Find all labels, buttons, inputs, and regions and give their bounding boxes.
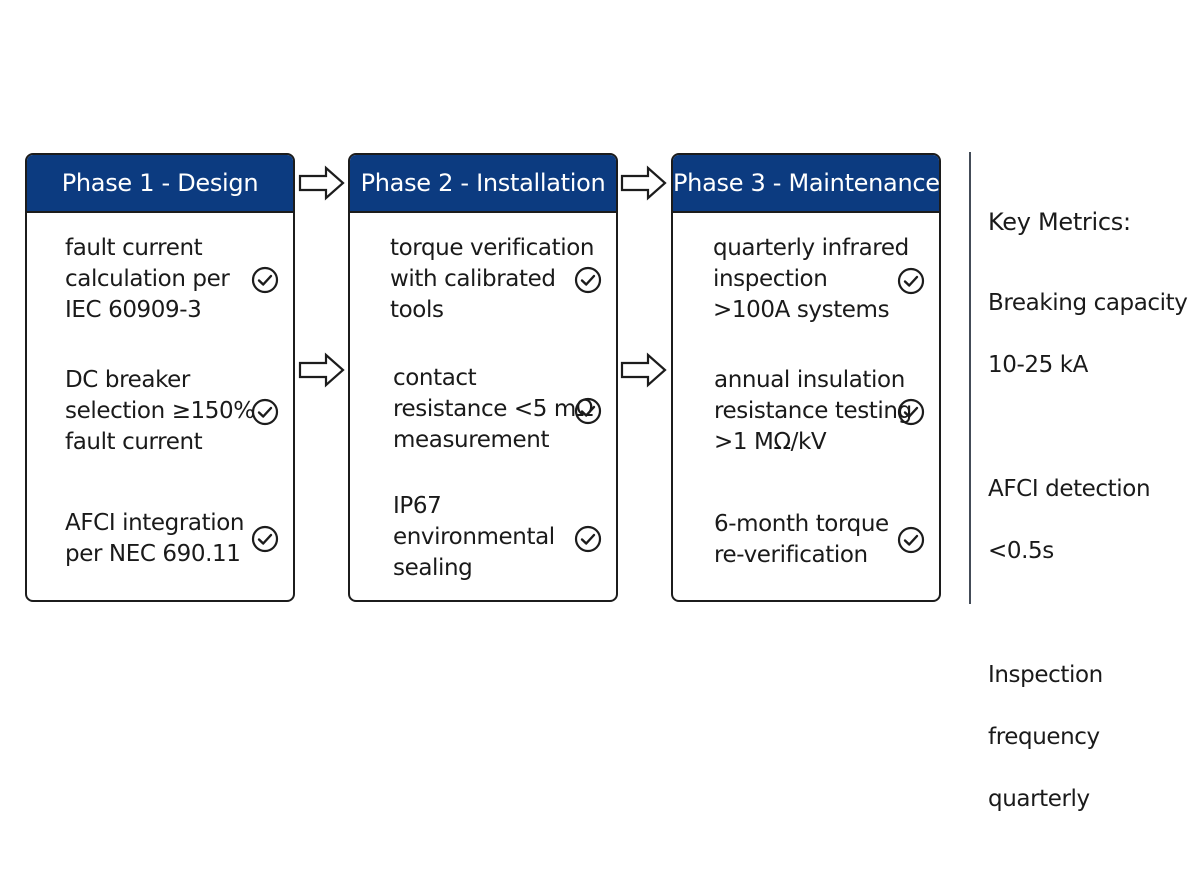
item-text: DC breaker selection ≥150% fault current — [65, 365, 261, 458]
phase-2-card: Phase 2 - Installation torque verificati… — [348, 153, 618, 602]
check-circle-icon — [897, 526, 925, 554]
metric-line: 10-25 kA — [988, 352, 1088, 378]
check-circle-icon — [251, 398, 279, 426]
item-line: resistance <5 mΩ — [393, 396, 594, 422]
metric-line: AFCI detection — [988, 476, 1151, 502]
item-line: per NEC 690.11 — [65, 541, 241, 567]
item-line: torque verification — [390, 235, 595, 261]
right-arrow-icon — [298, 352, 345, 388]
item-line: with calibrated — [390, 266, 556, 292]
item-text: AFCI integration per NEC 690.11 — [65, 508, 261, 570]
metric-inspection-frequency: Inspection frequency quarterly — [988, 629, 1200, 846]
item-text: 6-month torque re-verification — [714, 509, 914, 571]
right-arrow-icon — [620, 352, 667, 388]
item-text: fault current calculation per IEC 60909-… — [65, 233, 261, 326]
item-line: DC breaker — [65, 367, 190, 393]
check-circle-icon — [251, 266, 279, 294]
check-circle-icon — [897, 398, 925, 426]
item-line: sealing — [393, 555, 473, 581]
metric-line: <0.5s — [988, 538, 1054, 564]
metric-line: frequency — [988, 724, 1100, 750]
item-line: inspection — [713, 266, 828, 292]
phase-1-card: Phase 1 - Design fault current calculati… — [25, 153, 295, 602]
item-line: fault current — [65, 235, 203, 261]
item-line: >1 MΩ/kV — [714, 429, 827, 455]
item-line: tools — [390, 297, 444, 323]
metric-afci-detection: AFCI detection <0.5s — [988, 443, 1200, 598]
item-line: IEC 60909-3 — [65, 297, 202, 323]
metric-breaking-capacity: Breaking capacity 10-25 kA — [988, 257, 1200, 412]
right-arrow-icon — [620, 165, 667, 201]
item-line: selection ≥150% — [65, 398, 255, 424]
metric-line: quarterly — [988, 786, 1090, 812]
phase-3-card: Phase 3 - Maintenance quarterly infrared… — [671, 153, 941, 602]
item-line: quarterly infrared — [713, 235, 909, 261]
check-circle-icon — [574, 397, 602, 425]
item-line: measurement — [393, 427, 550, 453]
item-line: calculation per — [65, 266, 230, 292]
check-circle-icon — [574, 525, 602, 553]
check-circle-icon — [574, 266, 602, 294]
item-line: re-verification — [714, 542, 868, 568]
phase-1-title: Phase 1 - Design — [27, 155, 293, 213]
vertical-divider — [969, 152, 971, 604]
item-line: annual insulation — [714, 367, 905, 393]
item-line: environmental — [393, 524, 555, 550]
key-metrics-title: Key Metrics: — [988, 208, 1131, 236]
metric-line: Breaking capacity — [988, 290, 1188, 316]
metric-line: Inspection — [988, 662, 1103, 688]
right-arrow-icon — [298, 165, 345, 201]
item-text: IP67 environmental sealing — [393, 491, 593, 584]
phase-2-title: Phase 2 - Installation — [350, 155, 616, 213]
check-circle-icon — [897, 267, 925, 295]
item-text: torque verification with calibrated tool… — [390, 233, 595, 326]
item-line: 6-month torque — [714, 511, 889, 537]
item-text: quarterly infrared inspection >100A syst… — [713, 233, 913, 326]
key-metrics-panel: Key Metrics: Breaking capacity 10-25 kA … — [988, 205, 1200, 877]
item-line: fault current — [65, 429, 203, 455]
item-line: AFCI integration — [65, 510, 245, 536]
item-line: contact — [393, 365, 477, 391]
item-line: resistance testing — [714, 398, 912, 424]
phase-3-title: Phase 3 - Maintenance — [673, 155, 939, 213]
check-circle-icon — [251, 525, 279, 553]
item-line: IP67 — [393, 493, 442, 519]
item-text: annual insulation resistance testing >1 … — [714, 365, 914, 458]
item-line: >100A systems — [713, 297, 890, 323]
item-text: contact resistance <5 mΩ measurement — [393, 363, 593, 456]
